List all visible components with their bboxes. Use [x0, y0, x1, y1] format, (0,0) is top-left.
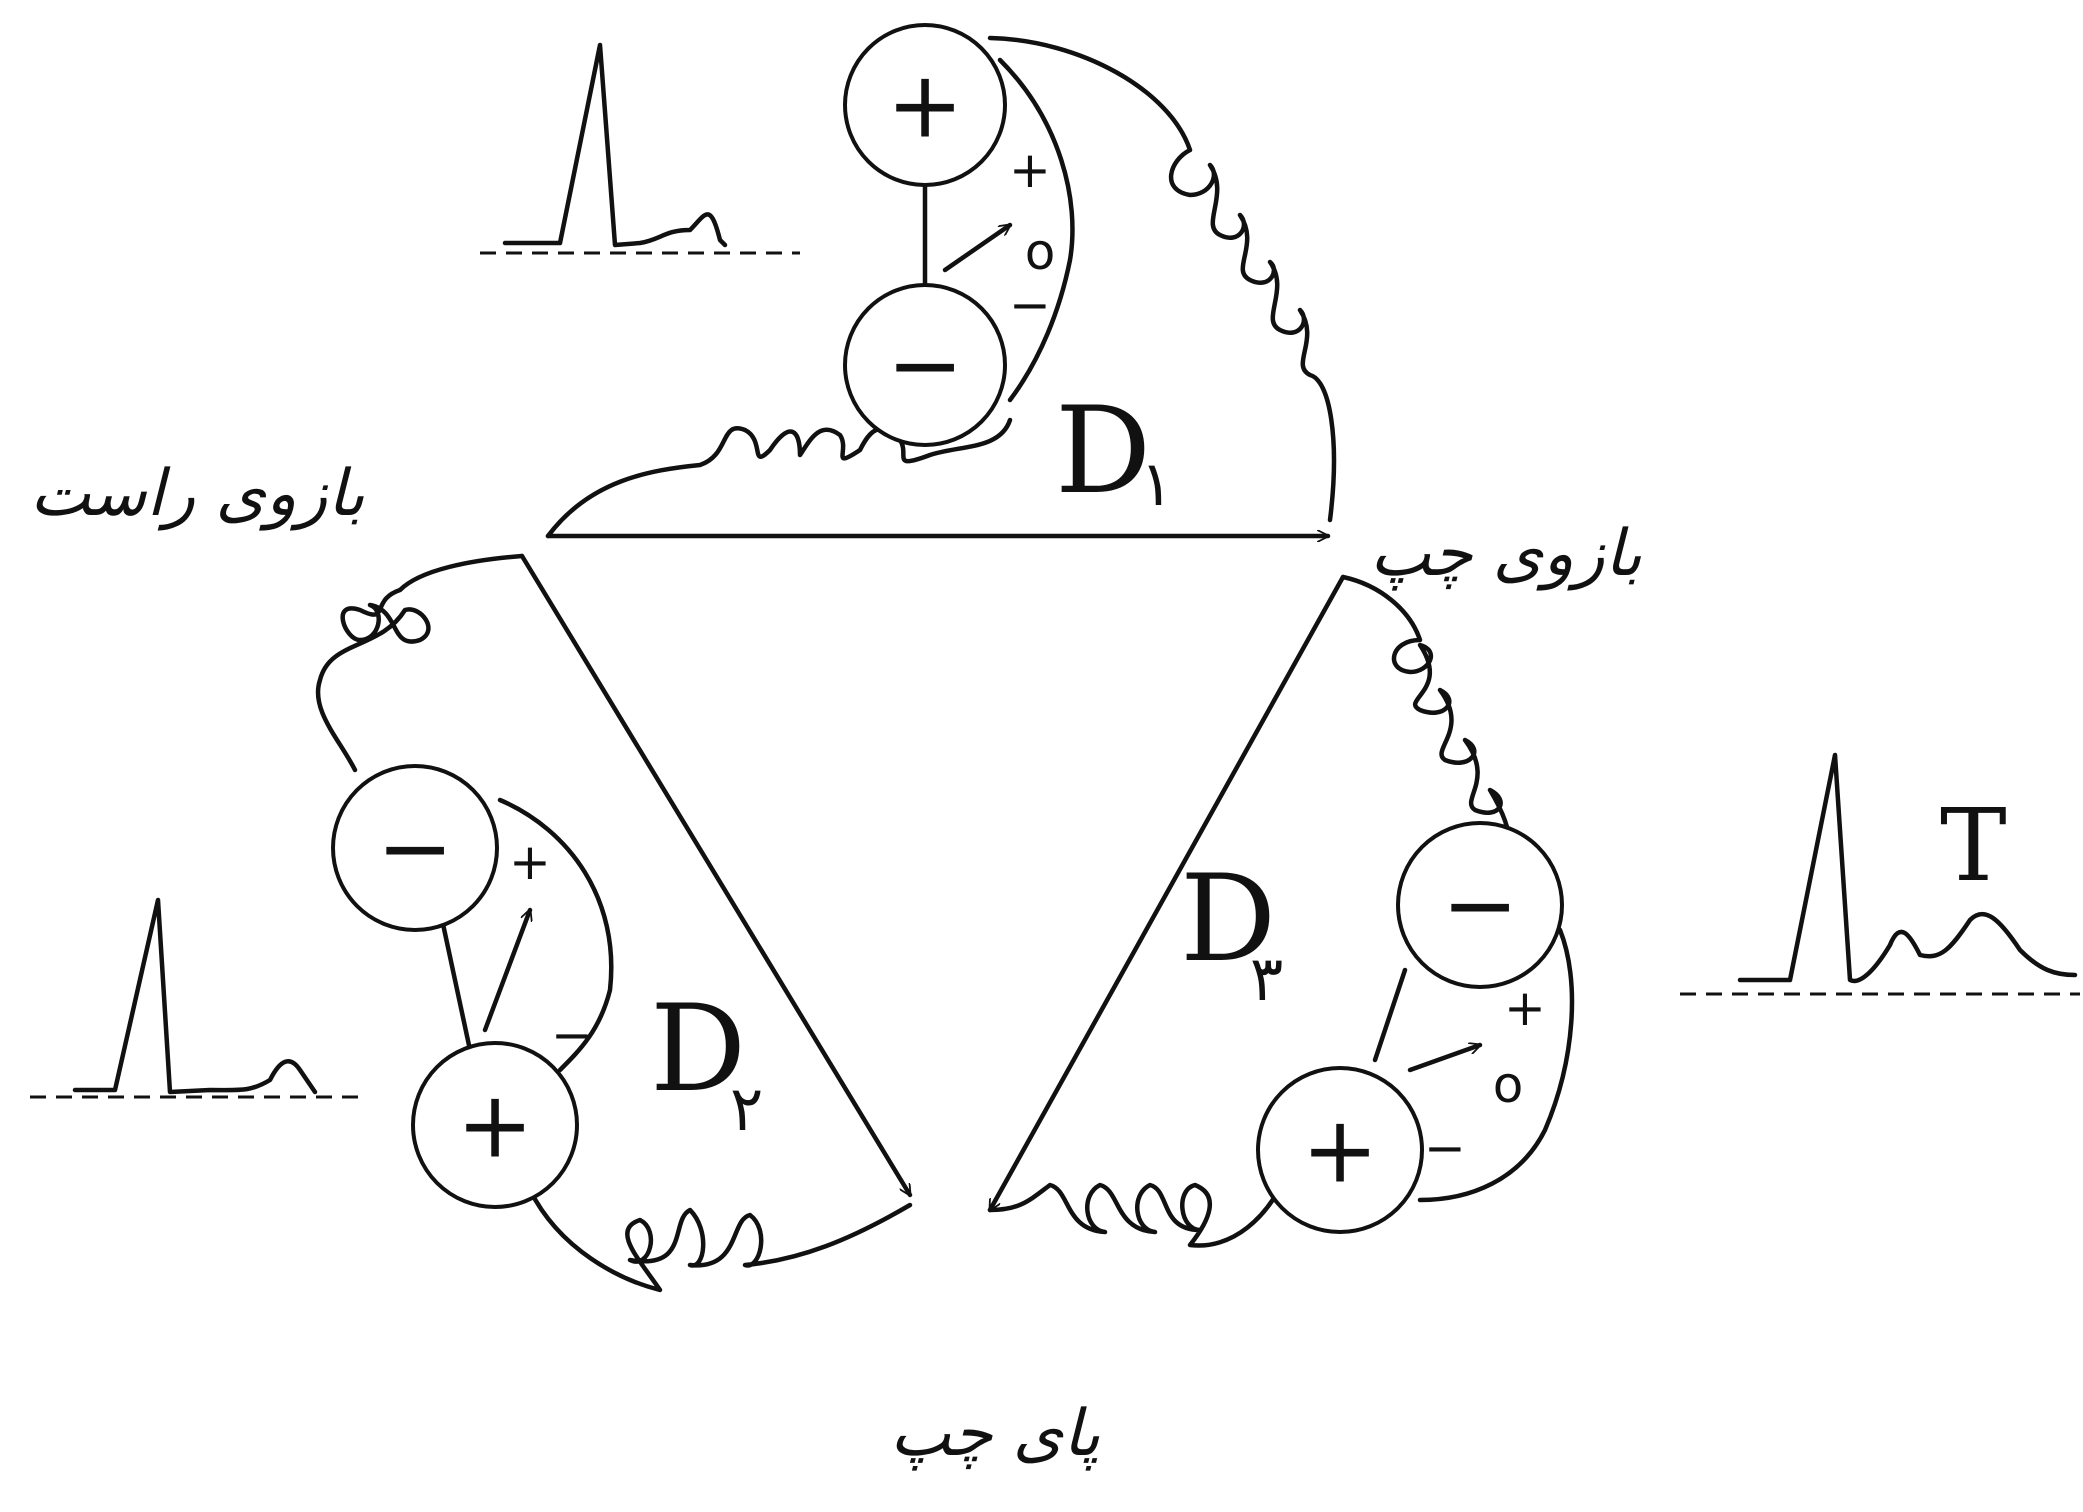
meter-plus: + — [509, 833, 551, 891]
lead-d2-meter-link — [440, 910, 470, 1050]
waveform-right: T — [1680, 755, 2080, 994]
lead-d3-wire-bottom — [990, 1165, 1290, 1246]
lead-d2-wire-top — [318, 556, 522, 770]
lead-d1-group: + − + o − D ۱ — [548, 25, 1334, 536]
meter-plus: + — [1504, 979, 1546, 1037]
meter-zero: o — [1493, 1056, 1524, 1114]
positive-sign: + — [456, 1072, 533, 1179]
lead-d2-meter-needle — [485, 910, 530, 1030]
positive-sign: + — [1301, 1097, 1378, 1204]
label-left-leg: پای چپ — [890, 1397, 1100, 1471]
lead-d2-wire-bottom — [530, 1190, 910, 1290]
meter-zero: o — [1025, 223, 1056, 281]
lead-d2-index: ۲ — [730, 1072, 763, 1145]
lead-d2-group: − + + − D ۲ — [318, 556, 910, 1290]
waveform-left — [30, 900, 360, 1097]
negative-sign: − — [886, 312, 963, 419]
lead-d3-meter-link — [1375, 970, 1405, 1060]
label-right-arm: بازوی راست — [30, 457, 365, 531]
meter-minus: − — [551, 1006, 593, 1064]
lead-d3-meter-needle — [1410, 1045, 1480, 1070]
t-wave-label: T — [1940, 787, 2007, 904]
meter-minus: − — [1424, 1119, 1466, 1177]
lead-d1-letter: D — [1055, 382, 1151, 521]
label-left-arm: بازوی چپ — [1370, 517, 1642, 591]
lead-d3-index: ۳ — [1250, 942, 1283, 1015]
meter-plus: + — [1009, 141, 1051, 199]
negative-sign: − — [376, 795, 453, 902]
lead-d1-meter-needle — [945, 225, 1010, 270]
waveform-top — [480, 45, 800, 253]
lead-d1-index: ۱ — [1140, 447, 1173, 520]
positive-sign: + — [886, 52, 963, 159]
negative-sign: − — [1441, 852, 1518, 959]
lead-d3-group: − + + o − D ۳ — [990, 577, 1572, 1246]
meter-minus: − — [1009, 276, 1051, 334]
